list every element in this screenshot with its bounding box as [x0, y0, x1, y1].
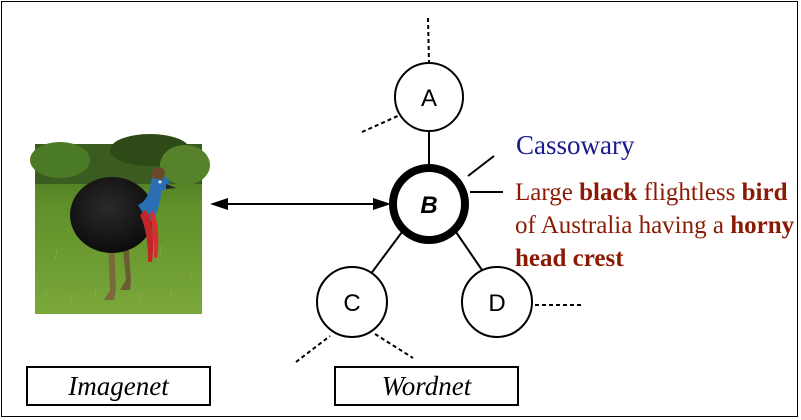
node-b [389, 164, 469, 244]
gloss-bold-2: bird [741, 179, 788, 206]
edge-b-d [455, 231, 483, 271]
node-a-label: A [421, 85, 437, 112]
gloss-text-3: of Australia having a [515, 212, 731, 239]
edge-c-right-dotted [374, 333, 414, 359]
gloss-bold-3: horny head crest [515, 212, 795, 272]
edge-b-c [369, 231, 403, 276]
edge-a-parent-dotted [427, 17, 430, 63]
synset-gloss: Large black flightless bird of Australia… [515, 176, 795, 275]
node-a [394, 62, 464, 132]
gloss-text-1: Large [515, 179, 580, 206]
node-c-label: C [343, 290, 360, 317]
node-c [316, 266, 388, 338]
node-d [461, 266, 533, 338]
edge-c-left-dotted [295, 335, 331, 363]
wordnet-label: Wordnet [334, 366, 519, 406]
node-d-label: D [488, 290, 505, 317]
imagenet-label: Imagenet [26, 366, 211, 406]
imagenet-wordnet-link-arrow [210, 198, 391, 210]
gloss-text-2: flightless [637, 179, 742, 206]
pointer-line-name [467, 155, 495, 177]
node-b-label: B [420, 192, 437, 219]
synset-name: Cassowary [516, 130, 635, 160]
gloss-bold-1: black [579, 179, 638, 206]
edge-a-sibling-dotted [361, 114, 401, 133]
